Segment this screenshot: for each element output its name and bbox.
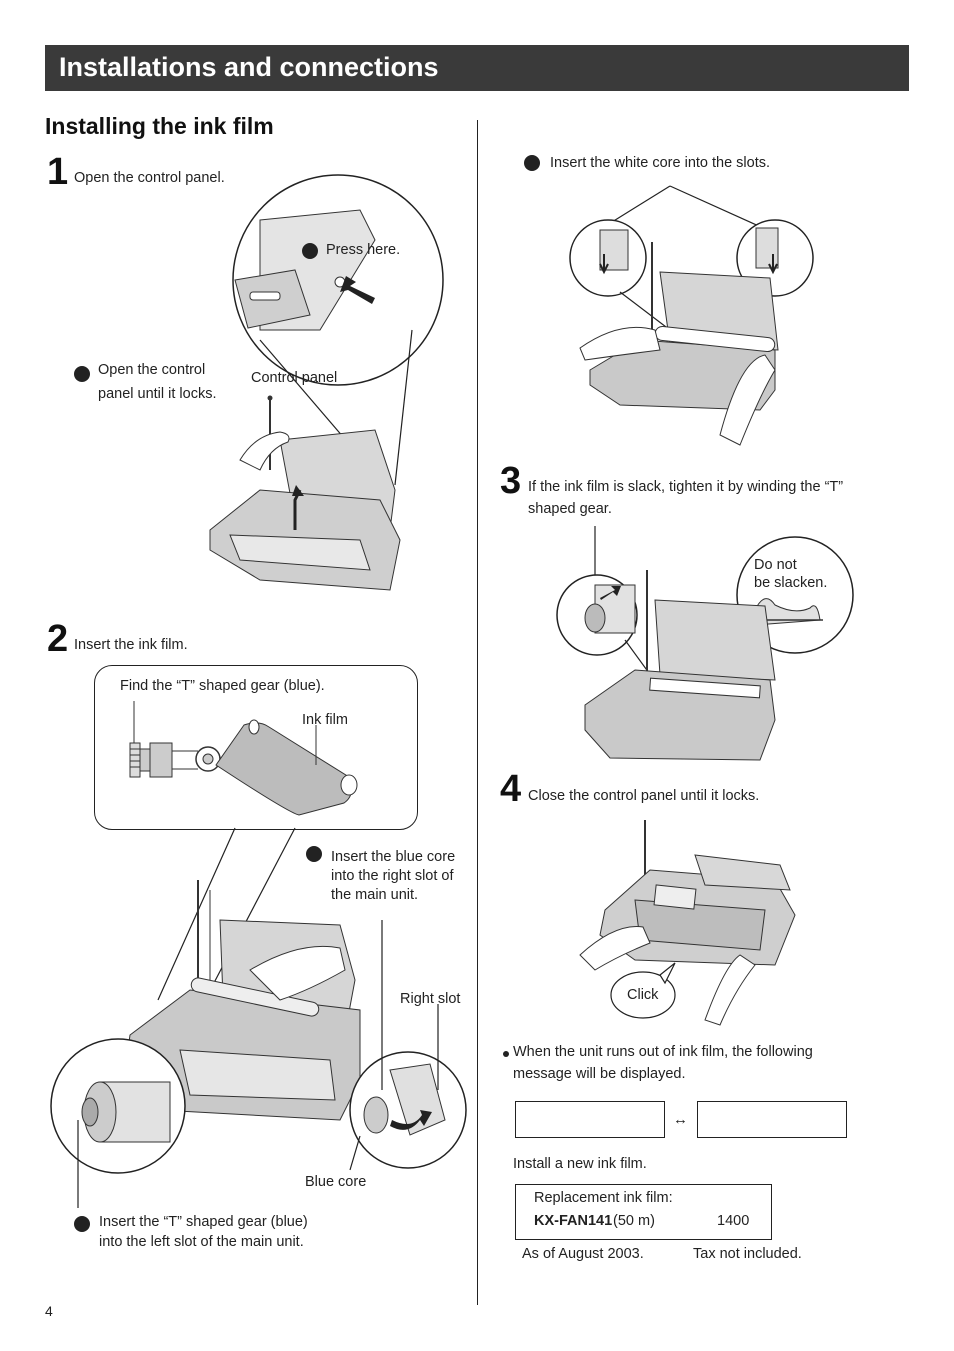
replacement-label: Replacement ink film: — [534, 1190, 673, 1206]
step-3-text-line2: shaped gear. — [528, 501, 612, 517]
replacement-box — [515, 1184, 772, 1240]
step-1-illustration — [209, 174, 444, 591]
white-core-label: Insert the white core into the slots. — [550, 155, 771, 171]
step-3-number: 3 — [500, 460, 522, 502]
step-2-number: 2 — [47, 618, 69, 660]
blue-core-label-line1: Insert the blue core — [331, 849, 456, 865]
step-4-number: 4 — [500, 768, 522, 810]
bullet-icon — [302, 243, 318, 259]
press-here-label: Press here. — [326, 242, 401, 258]
step-1-number: 1 — [47, 151, 69, 193]
display-alternate-arrow-icon: ↔ — [673, 1111, 688, 1128]
click-label: Click — [627, 987, 659, 1003]
tax-note: Tax not included. — [693, 1246, 802, 1262]
page-title: Installations and connections — [59, 52, 439, 82]
ink-film-label: Ink film — [302, 712, 348, 728]
section-title: Installing the ink film — [45, 113, 274, 139]
blue-core-label-line2: into the right slot of — [331, 868, 454, 884]
bullet-icon — [524, 155, 540, 171]
bullet-icon — [306, 846, 322, 862]
white-core-illustration — [569, 185, 814, 446]
step-4-text: Close the control panel until it locks. — [528, 788, 760, 804]
step-4-illustration — [579, 820, 796, 1026]
blue-core-label-line3: the main unit. — [331, 887, 419, 903]
open-panel-label-line2: panel until it locks. — [98, 386, 217, 402]
replacement-model: KX-FAN141 — [534, 1213, 613, 1229]
bullet-icon — [503, 1051, 509, 1057]
do-not-label-line2: be slacken. — [754, 575, 828, 591]
step-1-text: Open the control panel. — [74, 170, 225, 186]
replacement-price: 1400 — [717, 1213, 750, 1229]
note-line2: message will be displayed. — [513, 1066, 686, 1082]
step-2-text: Insert the ink film. — [74, 637, 188, 653]
step-3-text-line1: If the ink film is slack, tighten it by … — [528, 479, 844, 495]
open-panel-label-line1: Open the control — [98, 362, 206, 378]
ink-film-roll-illustration — [129, 701, 358, 816]
column-divider — [477, 120, 478, 1305]
as-of-note: As of August 2003. — [522, 1246, 644, 1262]
right-slot-label: Right slot — [400, 991, 461, 1007]
bullet-icon — [74, 1216, 90, 1232]
page-number: 4 — [45, 1303, 53, 1319]
control-panel-label: Control panel — [251, 370, 338, 386]
replacement-length: (50 m) — [613, 1213, 655, 1229]
display-box-right — [697, 1101, 847, 1138]
bullet-icon — [74, 366, 90, 382]
display-box-left — [515, 1101, 665, 1138]
step-2-illustration — [50, 827, 467, 1208]
note-line1: When the unit runs out of ink film, the … — [513, 1044, 813, 1060]
header-bar — [45, 45, 909, 91]
blue-core-label: Blue core — [305, 1174, 367, 1190]
do-not-label-line1: Do not — [754, 557, 797, 573]
t-gear-label-line1: Insert the “T” shaped gear (blue) — [99, 1214, 308, 1230]
t-gear-label-line2: into the left slot of the main unit. — [99, 1234, 304, 1250]
step-3-illustration — [556, 526, 854, 761]
find-gear-label: Find the “T” shaped gear (blue). — [120, 678, 325, 694]
install-message: Install a new ink film. — [513, 1156, 647, 1172]
